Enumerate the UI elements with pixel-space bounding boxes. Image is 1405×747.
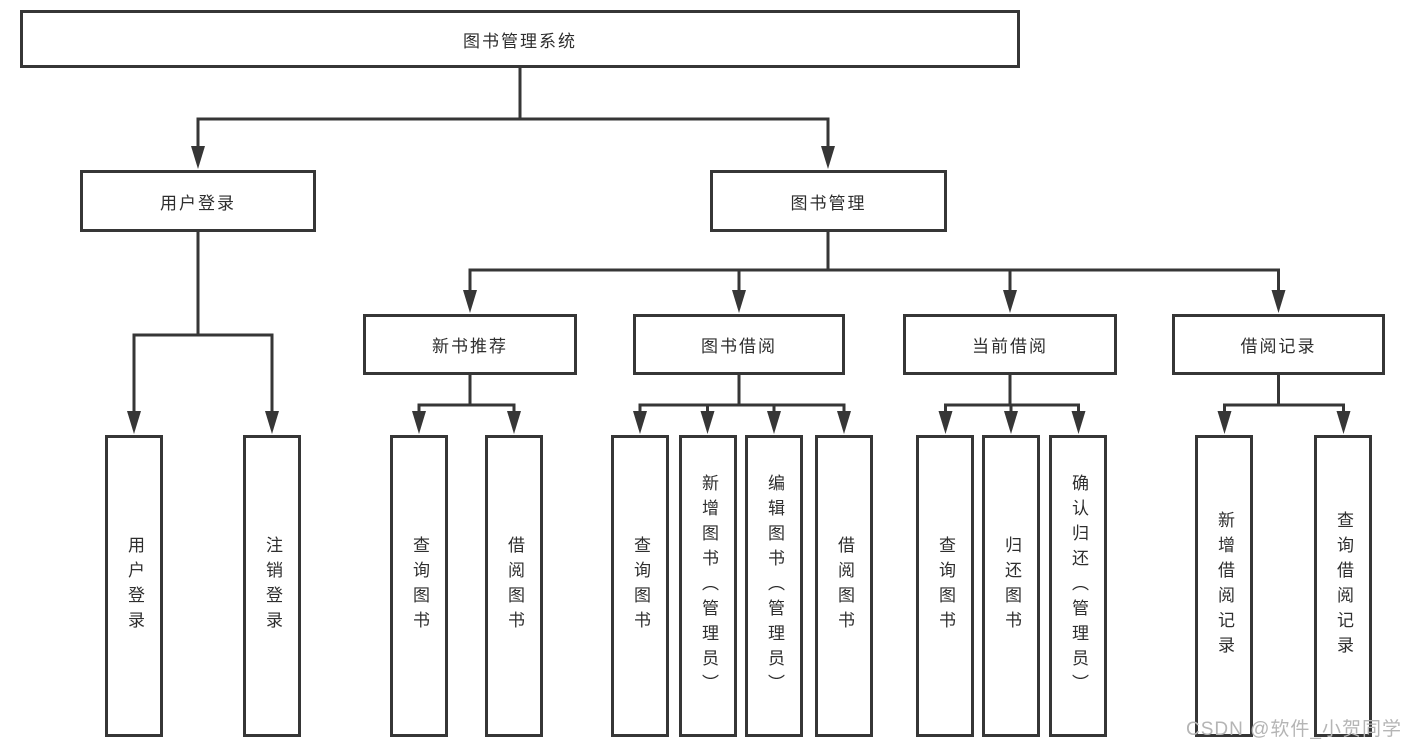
branch-box-current-borrowing: 当前借阅 [903,314,1117,375]
connector-book-borrowing-branch [633,375,851,434]
leaf-box-add-borrow-record: 新增借阅记录 [1195,435,1253,737]
arrow-down-icon [837,411,851,434]
leaf-box-query-books-current: 查询图书 [916,435,974,737]
arrow-down-icon [127,411,141,434]
root-box-library-management-system: 图书管理系统 [20,10,1020,68]
branch-box-book-borrowing: 图书借阅 [633,314,845,375]
arrow-down-icon [767,411,781,434]
arrow-down-icon [191,146,205,169]
arrow-down-icon [1336,411,1351,434]
branch-box-new-book-recommend: 新书推荐 [363,314,577,375]
connector-new-book-recommend-branch [412,375,521,434]
leaf-box-query-books-recommend: 查询图书 [390,435,448,737]
arrow-down-icon [700,411,715,434]
connector-root-to-level2 [191,67,835,169]
connector-current-borrowing-branch [938,375,1086,434]
leaf-box-user-login: 用户登录 [105,435,163,737]
leaf-box-borrow-books-recommend: 借阅图书 [485,435,543,737]
arrow-down-icon [412,411,426,434]
connector-borrowing-records-branch [1217,375,1351,434]
leaf-box-confirm-return-admin: 确认归还（管理员） [1049,435,1107,737]
branch-box-borrowing-records: 借阅记录 [1172,314,1385,375]
leaf-box-logout: 注销登录 [243,435,301,737]
connector-user-login-branch [127,232,279,434]
leaf-box-return-books: 归还图书 [982,435,1040,737]
leaf-box-add-books-admin: 新增图书（管理员） [679,435,737,737]
branch-box-user-login: 用户登录 [80,170,316,232]
arrow-down-icon [265,411,279,434]
arrow-down-icon [1003,290,1017,313]
arrow-down-icon [1004,411,1018,434]
arrow-down-icon [1217,411,1232,434]
arrow-down-icon [938,411,953,434]
arrow-down-icon [821,146,835,169]
leaf-box-borrow-books: 借阅图书 [815,435,873,737]
leaf-box-query-books-borrowing: 查询图书 [611,435,669,737]
csdn-watermark: CSDN @软件_小贺同学 [1186,719,1402,740]
arrow-down-icon [1071,411,1086,434]
arrow-down-icon [633,411,647,434]
leaf-box-query-borrow-record: 查询借阅记录 [1314,435,1372,737]
connector-book-management-branch [463,232,1286,313]
arrow-down-icon [1271,290,1286,313]
arrow-down-icon [463,290,477,313]
branch-box-book-management: 图书管理 [710,170,947,232]
arrow-down-icon [507,411,521,434]
leaf-box-edit-books-admin: 编辑图书（管理员） [745,435,803,737]
arrow-down-icon [732,290,746,313]
